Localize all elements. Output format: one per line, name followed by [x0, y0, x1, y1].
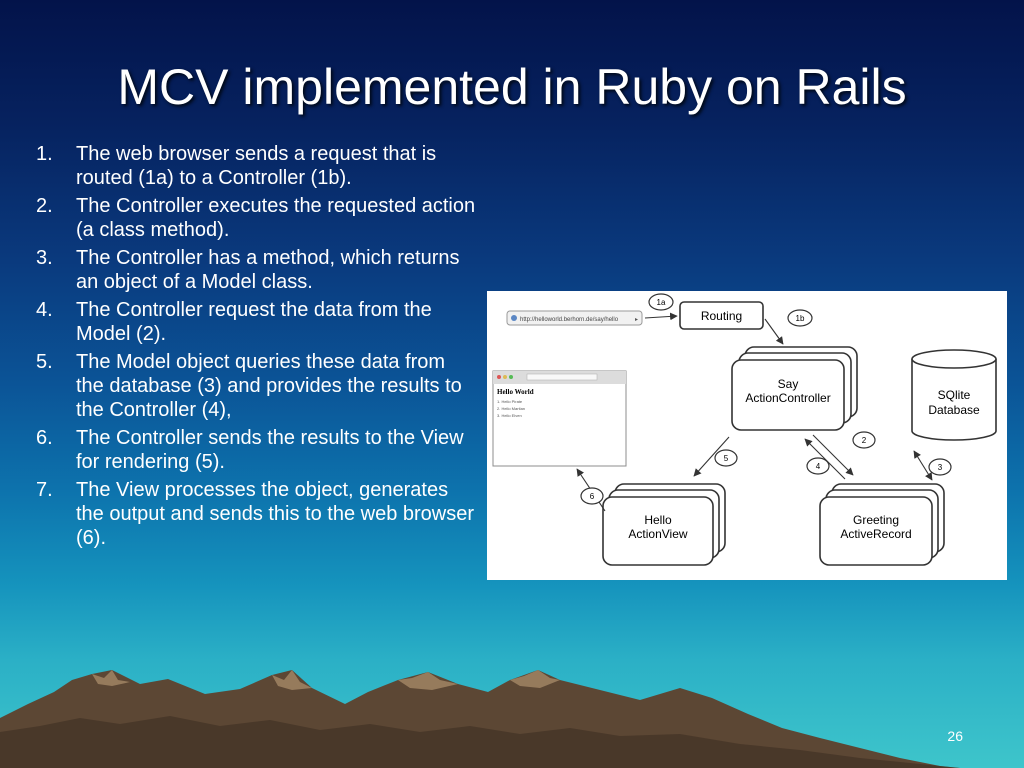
database-label-1: SQlite [938, 388, 971, 402]
step-text: The View processes the object, generates… [76, 479, 475, 549]
controller-label-1: Say [778, 377, 799, 391]
step-text: The web browser sends a request that is … [76, 143, 437, 189]
list-item: 3. The Controller has a method, which ret… [36, 246, 476, 294]
badge-4: 4 [816, 462, 821, 471]
step-text: The Controller sends the results to the … [76, 427, 464, 473]
arrow-4 [804, 438, 846, 480]
arrow-1a [644, 312, 678, 321]
list-item: 2. The Controller executes the requested … [36, 194, 476, 242]
controller-label-2: ActionController [745, 391, 830, 405]
url-bar: http://helloworld.berhorn.de/say/hello ▸ [506, 310, 643, 326]
view-label-1: Hello [644, 513, 672, 527]
browser-page-line: 2. Hello Martian [497, 406, 525, 411]
slide-title: MCV implemented in Ruby on Rails [117, 59, 907, 115]
badge-3: 3 [938, 463, 943, 472]
steps-list: 1. The web browser sends a request that i… [36, 142, 476, 554]
database-label-2: Database [928, 403, 980, 417]
arrow-5 [693, 436, 730, 477]
view-label-2: ActionView [628, 527, 687, 541]
url-green-arrow-icon: ▸ [635, 317, 638, 323]
browser-window: Hello World 1. Hello Pirate 2. Hello Mar… [492, 370, 627, 467]
badge-1a: 1a [657, 298, 666, 307]
step-number: 1. [36, 143, 53, 165]
list-item: 1. The web browser sends a request that i… [36, 142, 476, 190]
page-number: 26 [947, 728, 963, 744]
list-item: 7. The View processes the object, generat… [36, 478, 476, 550]
badge-5: 5 [724, 454, 729, 463]
step-badges: 1a 1b 2 3 4 5 6 [580, 293, 952, 505]
model-label-2: ActiveRecord [840, 527, 911, 541]
arrow-2 [812, 434, 854, 476]
routing-box: Routing [679, 301, 764, 330]
step-number: 5. [36, 351, 53, 373]
mountain-landscape [0, 670, 960, 768]
database-cylinder: SQlite Database [911, 349, 997, 441]
step-number: 3. [36, 247, 53, 269]
model-label-1: Greeting [853, 513, 899, 527]
list-item: 4. The Controller request the data from t… [36, 298, 476, 346]
badge-2: 2 [862, 436, 867, 445]
model-box: Greeting ActiveRecord [819, 483, 945, 566]
step-number: 7. [36, 479, 53, 501]
step-number: 6. [36, 427, 53, 449]
mvc-diagram: http://helloworld.berhorn.de/say/hello ▸… [487, 291, 1007, 580]
step-text: The Model object queries these data from… [76, 351, 462, 421]
step-text: The Controller request the data from the… [76, 299, 432, 345]
controller-box: Say ActionController [731, 346, 858, 431]
badge-6: 6 [590, 492, 595, 501]
browser-page-line: 1. Hello Pirate [497, 399, 523, 404]
step-text: The Controller executes the requested ac… [76, 195, 476, 241]
step-number: 4. [36, 299, 53, 321]
list-item: 5. The Model object queries these data fr… [36, 350, 476, 422]
browser-page-line: 3. Hello Elven [497, 413, 522, 418]
arrow-3 [913, 450, 933, 481]
routing-label: Routing [701, 309, 742, 323]
step-number: 2. [36, 195, 53, 217]
badge-1b: 1b [796, 314, 805, 323]
browser-page-title: Hello World [497, 388, 534, 396]
arrow-1b [764, 318, 784, 345]
step-text: The Controller has a method, which retur… [76, 247, 460, 293]
url-text: http://helloworld.berhorn.de/say/hello [520, 317, 619, 323]
view-box: Hello ActionView [602, 483, 726, 566]
list-item: 6. The Controller sends the results to th… [36, 426, 476, 474]
